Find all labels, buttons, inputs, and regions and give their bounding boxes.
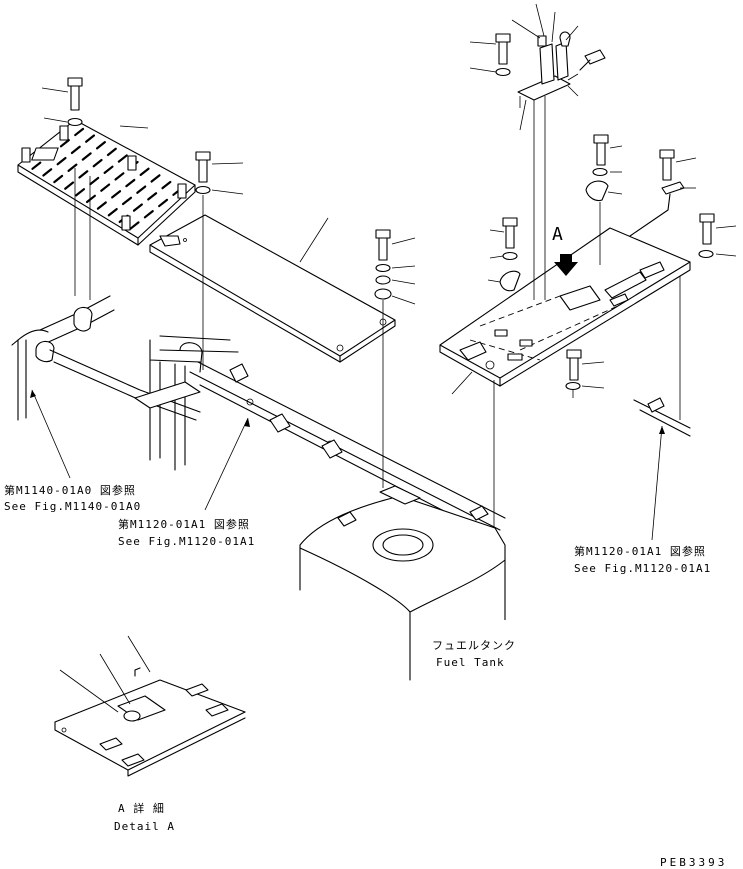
ref-m1120-right-label-jp: 第M1120-01A1 図参照 (574, 545, 706, 558)
perforation-slot (81, 152, 92, 161)
perforation-slot (78, 170, 89, 179)
cross-member (189, 361, 506, 541)
perforation-slot (139, 167, 150, 176)
bolt-stack (374, 229, 416, 488)
fuel-tank-label-jp: フュエルタンク (432, 639, 516, 652)
perforation-slot (67, 163, 78, 172)
perforation-slot (103, 165, 114, 174)
detail-a (54, 635, 246, 777)
perforation-slot (150, 174, 161, 183)
ref-m1120-left-label-en: See Fig.M1120-01A1 (118, 535, 256, 548)
perforation-slot (121, 196, 133, 206)
perforation-slot (85, 194, 96, 204)
ref-m1140-label-en: See Fig.M1140-01A0 (4, 500, 142, 513)
ref-m1140-label-jp: 第M1140-01A0 図参照 (4, 484, 136, 497)
perforation-slot (114, 172, 125, 181)
perforation-slot (64, 181, 75, 190)
perforation-slot (158, 198, 169, 208)
bolt-middle (195, 151, 244, 370)
detail-label-jp: A 詳 細 (118, 802, 165, 815)
perforation-slot (125, 178, 136, 188)
view-arrow (554, 254, 578, 276)
perforation-slot (42, 168, 53, 177)
perforation-slot (117, 154, 128, 163)
perforation-slot (111, 190, 122, 199)
perforation-slot (59, 139, 70, 148)
perforation-slot (96, 201, 107, 210)
perforation-slot (107, 207, 118, 217)
right-main-plate (439, 227, 691, 395)
perforation-slot (85, 134, 96, 143)
perforation-slot (100, 183, 111, 192)
perforation-slot (147, 192, 158, 201)
middle-plate (149, 214, 396, 363)
perforation-slot (143, 210, 154, 219)
perforation-slot (136, 185, 147, 194)
perforation-slot (70, 145, 81, 155)
perforation-slot (95, 141, 106, 150)
perforation-slot (106, 147, 117, 157)
bolt-top-left (41, 77, 149, 129)
perforation-slot (89, 176, 100, 186)
perforated-cover (17, 119, 196, 246)
perforation-slot (92, 158, 103, 168)
ref-m1120-left-label-jp: 第M1120-01A1 図参照 (118, 518, 250, 531)
left-frame (11, 295, 239, 471)
right-bolts (487, 134, 737, 398)
fuel-tank-label-en: Fuel Tank (436, 656, 505, 669)
perforation-slot (53, 174, 64, 184)
drawing-code: PEB3393 (660, 856, 728, 869)
top-bracket (469, 3, 606, 300)
perforation-slot (129, 221, 140, 230)
detail-label-en: Detail A (114, 820, 175, 833)
right-frame-piece (493, 276, 691, 528)
perforation-slot (31, 161, 42, 170)
fuel-tank (299, 485, 506, 681)
perforation-slot (161, 180, 172, 190)
perforation-slot (74, 127, 85, 137)
perforation-slot (56, 156, 67, 166)
perforation-slot (132, 203, 143, 212)
view-arrow-label: A (552, 224, 563, 245)
ref-m1120-right-label-en: See Fig.M1120-01A1 (574, 562, 712, 575)
perforation-slot (75, 188, 86, 197)
